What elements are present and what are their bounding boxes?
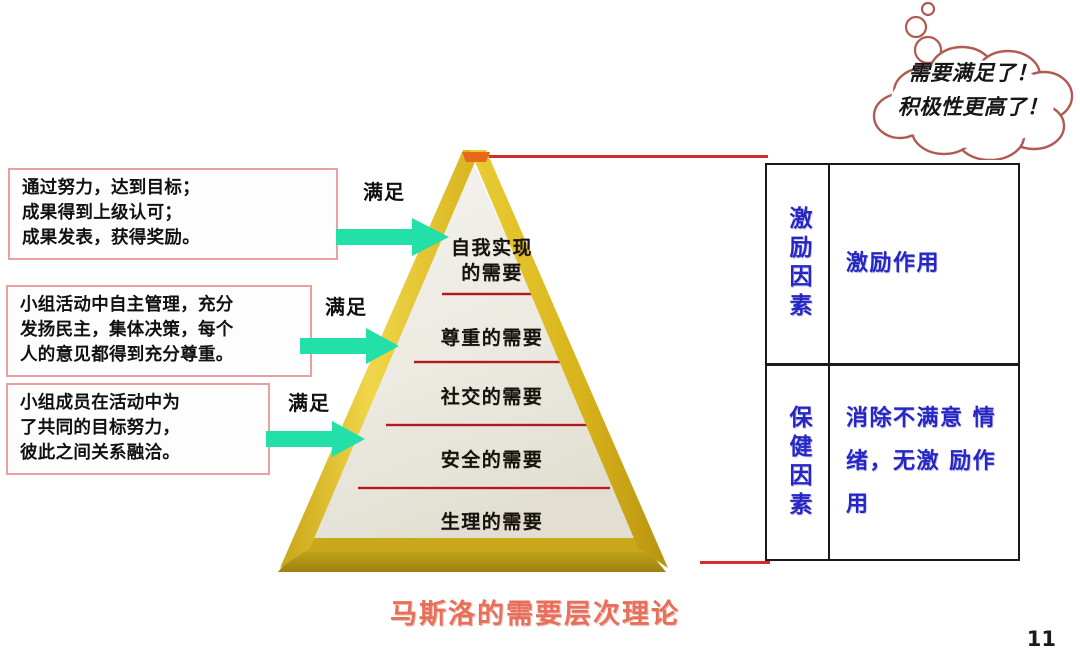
arrow-label-satisfy-2: 满足: [325, 295, 367, 319]
herzberg-factor-table: 激励因素 激励作用 保健因素 消除不满意 情绪，无激 励作用: [765, 163, 1020, 561]
table-cell-effect-motivator: 激励作用: [830, 165, 1018, 363]
maslow-pyramid: 自我实现 的需要 尊重的需要 社交的需要 安全的需要 生理的需要: [258, 148, 728, 576]
pyramid-level-esteem: 尊重的需要: [440, 327, 544, 349]
thought-bubble-text: 需要满足了！ 积极性更高了！: [897, 60, 1049, 120]
note-box-teamwork: 小组成员在活动中为 了共同的目标努力， 彼此之间关系融洽。: [6, 383, 270, 475]
connector-line-top: [470, 155, 768, 158]
table-cell-factor-hygiene: 保健因素: [767, 366, 830, 559]
thought-bubble: 需要满足了！ 积极性更高了！: [862, 0, 1080, 160]
table-row: 保健因素 消除不满意 情绪，无激 励作用: [767, 366, 1018, 559]
effect-label-hygiene: 消除不满意 情绪，无激 励作用: [846, 406, 997, 517]
table-cell-effect-hygiene: 消除不满意 情绪，无激 励作用: [830, 366, 1018, 559]
pyramid-level-social: 社交的需要: [440, 386, 544, 408]
pyramid-level-safety: 安全的需要: [440, 449, 544, 471]
factor-label-motivator: 激励因素: [785, 206, 811, 322]
arrow-label-satisfy-1: 满足: [363, 180, 405, 204]
pyramid-level-self-actualization: 自我实现 的需要: [450, 237, 533, 285]
note-box-autonomy: 小组活动中自主管理，充分 发扬民主，集体决策，每个 人的意见都得到充分尊重。: [6, 285, 312, 377]
connector-line-bottom: [700, 561, 770, 564]
green-arrow-icon-2: [300, 328, 400, 368]
green-arrow-icon-3: [266, 421, 366, 461]
pyramid-level-physiological: 生理的需要: [440, 511, 544, 533]
factor-label-hygiene: 保健因素: [785, 404, 811, 521]
arrow-label-satisfy-3: 满足: [288, 391, 330, 415]
green-arrow-icon-1: [336, 218, 450, 260]
table-row: 激励因素 激励作用: [767, 165, 1018, 366]
pyramid-caption: 马斯洛的需要层次理论: [390, 599, 680, 630]
page-number: 11: [1026, 627, 1056, 651]
effect-label-motivator: 激励作用: [846, 250, 941, 276]
table-cell-factor-motivator: 激励因素: [767, 165, 830, 363]
note-box-achievement: 通过努力，达到目标； 成果得到上级认可； 成果发表，获得奖励。: [8, 168, 338, 260]
